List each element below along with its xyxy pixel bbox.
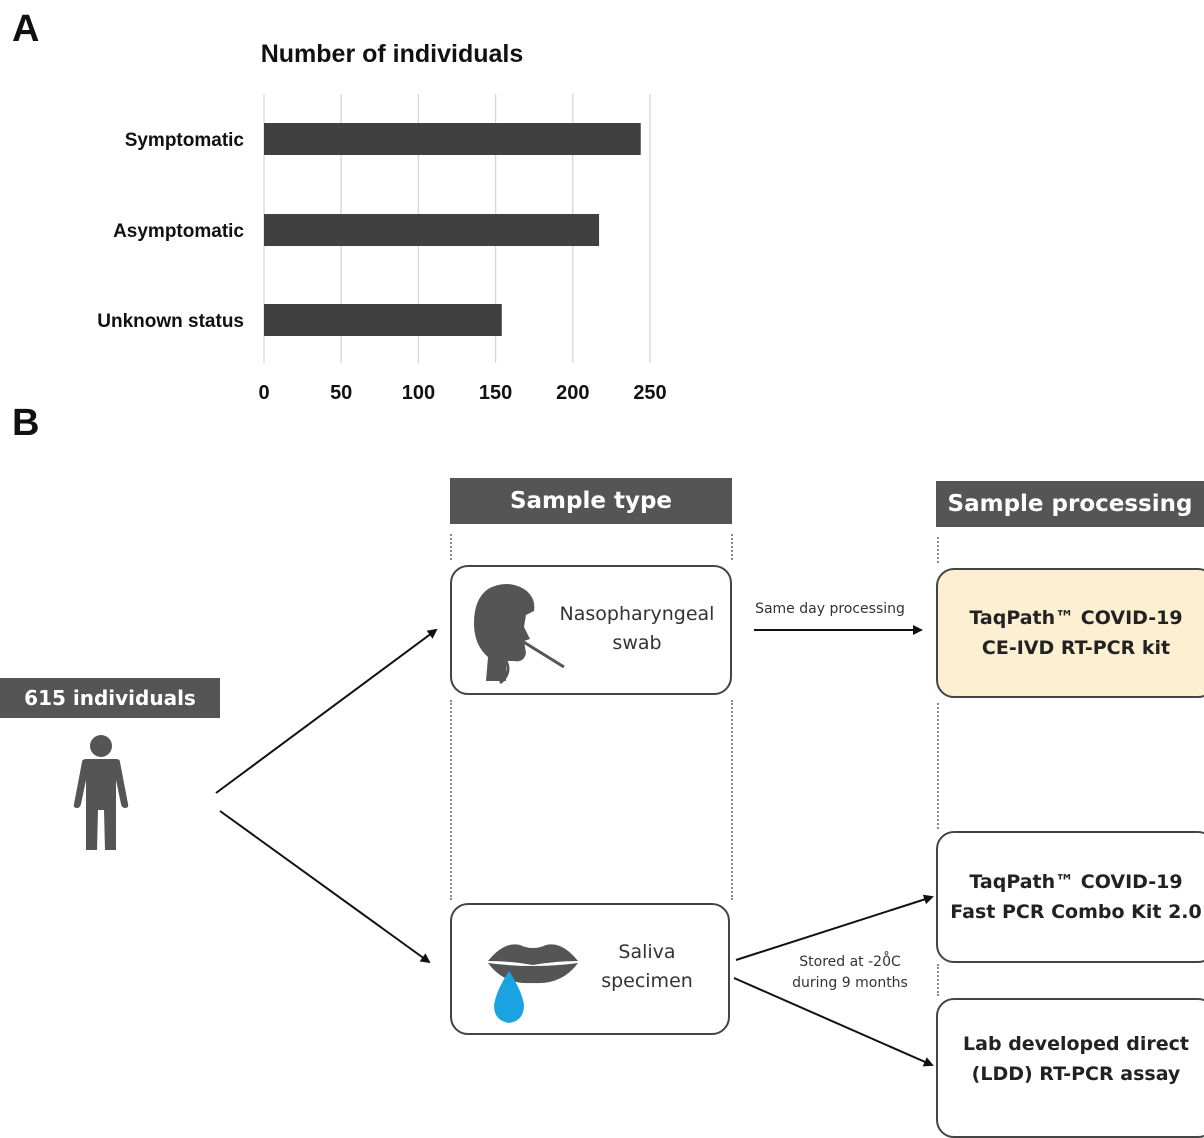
x-tick-label: 250 [633, 382, 666, 404]
panel-label-b: B [12, 402, 40, 444]
chart-title: Number of individuals [261, 40, 524, 68]
guide-line [450, 700, 452, 900]
kit2-line2: Fast PCR Combo Kit 2.0 [950, 901, 1202, 923]
kit3-line1: Lab developed direct [963, 1033, 1189, 1055]
category-label: Symptomatic [125, 130, 245, 151]
ldd-rt-pcr-box: Lab developed direct (LDD) RT-PCR assay [936, 998, 1204, 1138]
saliva-label-line1: Saliva [618, 941, 676, 963]
x-tick-label: 0 [258, 382, 269, 404]
nasopharyngeal-swab-box: Nasopharyngeal swab [450, 565, 732, 695]
same-day-processing-label: Same day processing [755, 601, 905, 617]
panel-label-a: A [12, 8, 40, 50]
bar [264, 304, 502, 336]
guide-line [937, 703, 939, 829]
stored-label-line2: during 9 months [792, 975, 908, 991]
kit2-line1: TaqPath™ COVID-19 [969, 871, 1183, 893]
kit3-line2: (LDD) RT-PCR assay [971, 1063, 1181, 1085]
saliva-drop-icon [494, 971, 524, 1023]
sample-processing-header: Sample processing [936, 481, 1204, 527]
guide-line [731, 534, 733, 560]
x-tick-label: 150 [479, 382, 512, 404]
sample-type-header: Sample type [450, 478, 732, 524]
guide-line [937, 964, 939, 996]
category-label: Unknown status [97, 311, 244, 332]
x-tick-label: 100 [402, 382, 435, 404]
taqpath-fast-pcr-box: TaqPath™ COVID-19 Fast PCR Combo Kit 2.0 [936, 831, 1204, 963]
source-count-label: 615 individuals [0, 678, 220, 718]
stored-label-line1: Stored at -20̊C [799, 954, 901, 970]
person-icon [73, 735, 129, 850]
saliva-specimen-box: Saliva specimen [450, 903, 730, 1035]
arrow-to-saliva [219, 810, 431, 964]
guide-line [937, 537, 939, 563]
bar-chart: Number of individuals SymptomaticAsympto… [97, 40, 666, 404]
arrow-to-nasopharyngeal [215, 628, 438, 794]
bar [264, 214, 600, 246]
nasopharyngeal-label-line2: swab [612, 632, 662, 654]
kit1-line1: TaqPath™ COVID-19 [969, 607, 1183, 629]
swab-person-icon [474, 584, 565, 685]
taqpath-ce-ivd-box: TaqPath™ COVID-19 CE-IVD RT-PCR kit [936, 568, 1204, 698]
x-axis-ticks: 0 50 100 150 200 250 [258, 382, 666, 404]
kit1-line2: CE-IVD RT-PCR kit [981, 637, 1171, 659]
bar [264, 123, 641, 155]
guide-line [450, 534, 452, 560]
saliva-label-line2: specimen [601, 970, 693, 992]
x-tick-label: 50 [330, 382, 352, 404]
x-tick-label: 200 [556, 382, 589, 404]
guide-line [731, 700, 733, 900]
chart-bars [264, 123, 641, 336]
arrow-to-fast-pcr [735, 894, 934, 961]
category-label: Asymptomatic [113, 221, 244, 242]
nasopharyngeal-label-line1: Nasopharyngeal [559, 603, 715, 625]
